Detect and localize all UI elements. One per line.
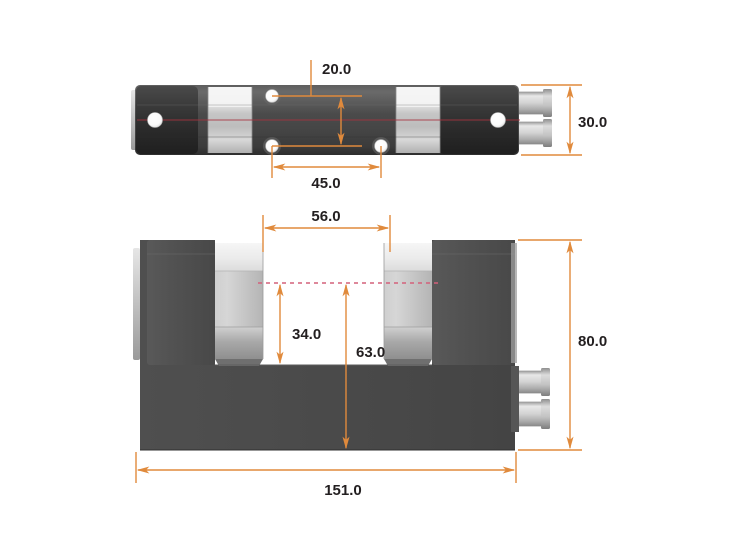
top-view-end-bore-left xyxy=(147,112,163,128)
front-view-dimensions xyxy=(135,215,582,483)
front-view-finger-right-light-edge xyxy=(511,243,517,363)
front-view-jaw-left xyxy=(215,243,264,366)
front-view-connector-boss xyxy=(511,366,519,432)
front-view-left-endface xyxy=(133,248,140,360)
top-view-dimensions xyxy=(271,60,582,178)
top-view-group xyxy=(131,85,552,155)
dim-56-label: 56.0 xyxy=(311,208,340,225)
dim-63-label: 63.0 xyxy=(356,344,385,361)
dim-30-label: 30.0 xyxy=(578,114,607,131)
front-view-connector-upper xyxy=(515,368,550,396)
front-view-jaw-right xyxy=(383,243,432,366)
top-view-end-bore-right xyxy=(490,112,506,128)
front-view-finger-right xyxy=(432,240,515,365)
top-view-jaw-block-right-highlight xyxy=(396,87,440,107)
top-view-jaw-block-left-highlight xyxy=(208,87,252,107)
front-view-body xyxy=(140,240,515,450)
dim-34-label: 34.0 xyxy=(292,326,321,343)
dim-80-label: 80.0 xyxy=(578,333,607,350)
dim-151-label: 151.0 xyxy=(324,482,362,499)
dim-20-label: 20.0 xyxy=(322,61,351,78)
front-view-finger-left xyxy=(147,240,215,365)
top-view-connector-lower xyxy=(519,119,552,147)
dim-45-label: 45.0 xyxy=(311,175,340,192)
front-view-connector-lower xyxy=(515,399,550,429)
front-view-group xyxy=(133,240,550,451)
top-view-connector-upper xyxy=(519,89,552,117)
